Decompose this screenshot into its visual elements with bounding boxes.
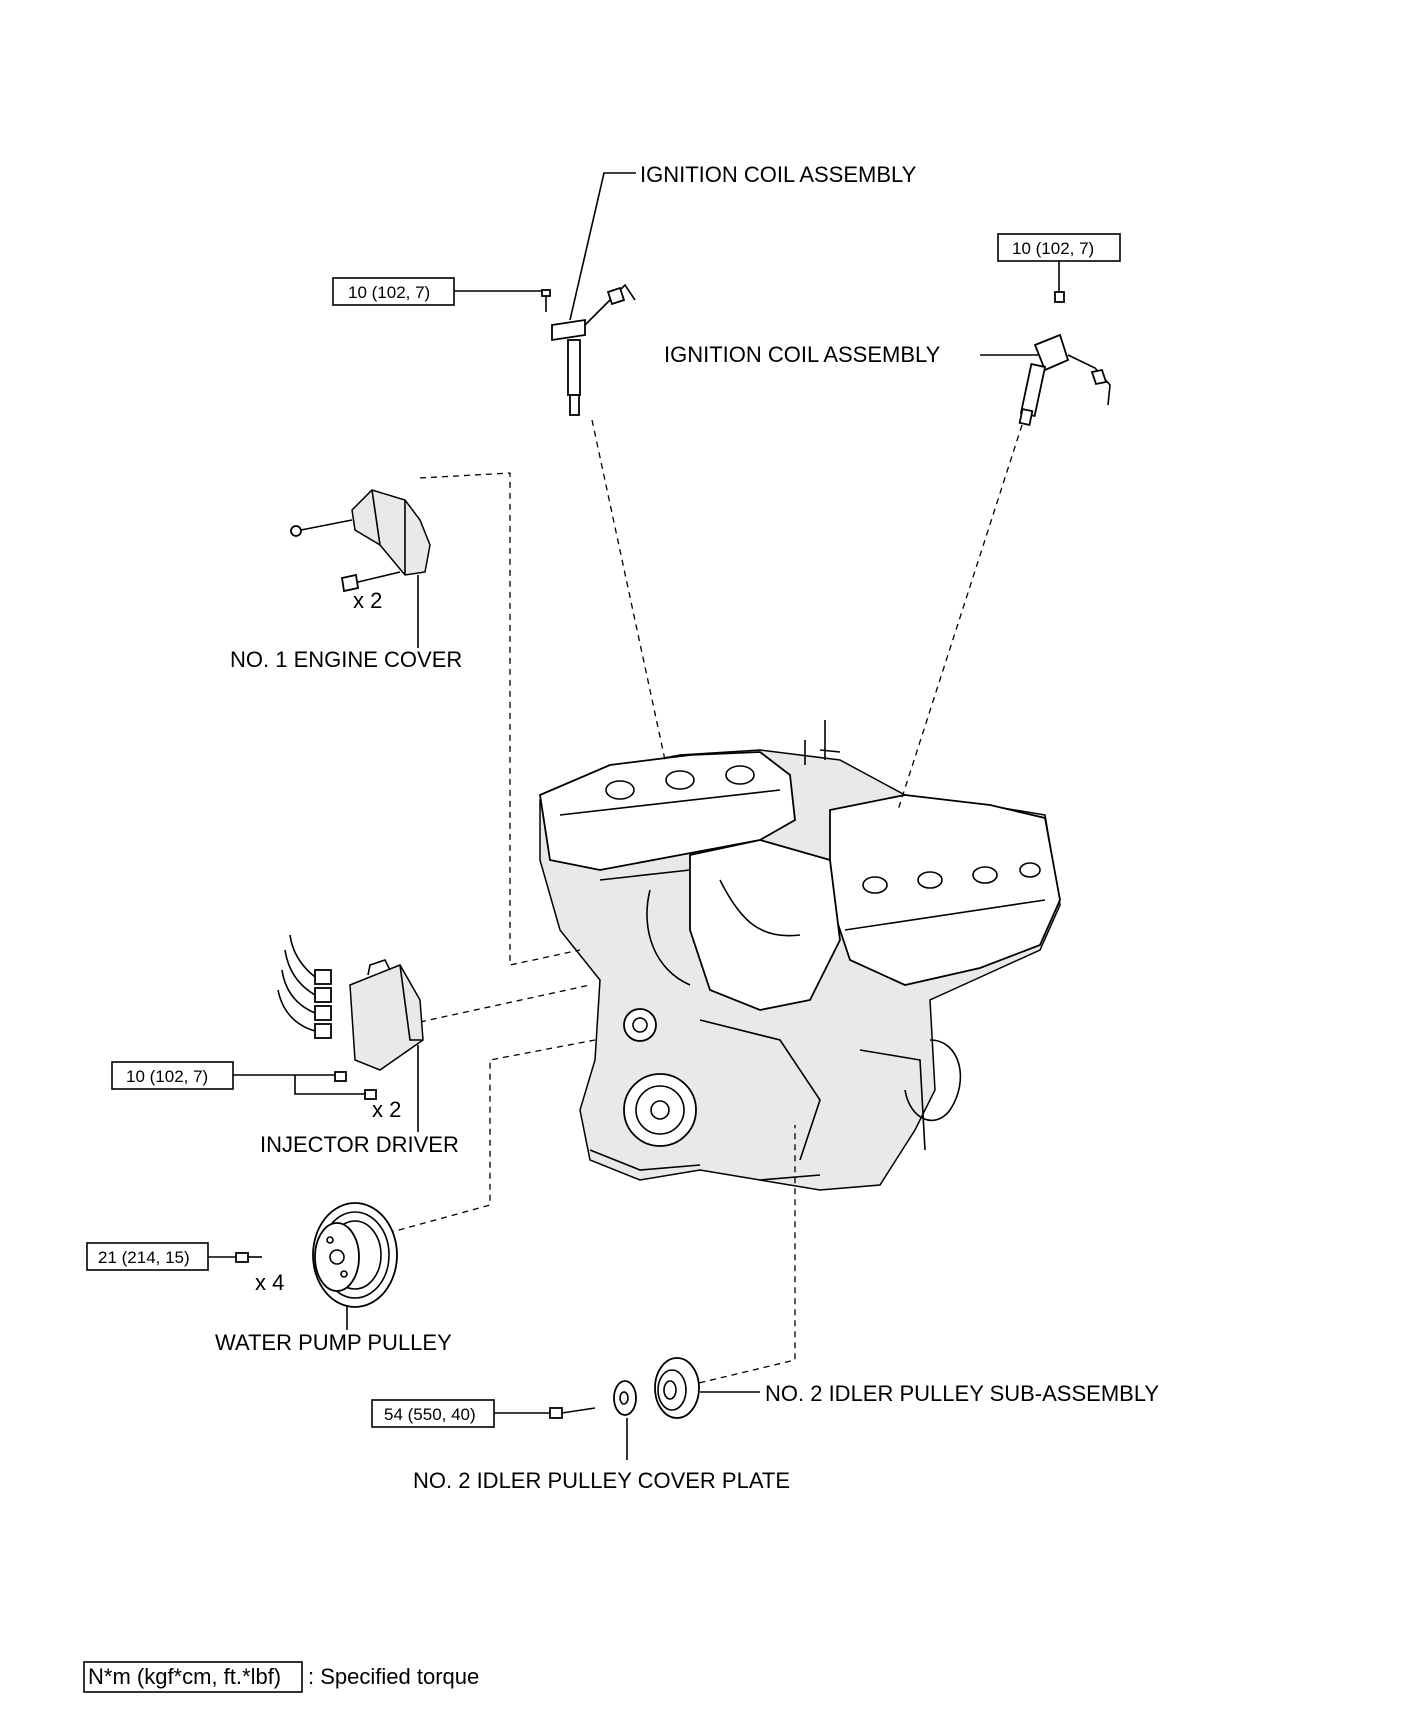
legend-unit: N*m (kgf*cm, ft.*lbf)	[88, 1664, 281, 1689]
engine-cover-label-group: x 2 NO. 1 ENGINE COVER	[230, 575, 462, 672]
legend-text: : Specified torque	[308, 1664, 479, 1689]
injector-driver-qty: x 2	[372, 1097, 401, 1122]
torque-coil-right: 10 (102, 7)	[1012, 239, 1094, 258]
torque-idler-pulley: 54 (550, 40)	[384, 1405, 476, 1424]
coil-left-label-group: IGNITION COIL ASSEMBLY 10 (102, 7)	[332, 162, 917, 321]
ignition-coil-right-label: IGNITION COIL ASSEMBLY	[664, 342, 941, 367]
water-pump-label-group: 21 (214, 15) x 4 WATER PUMP PULLEY	[86, 1242, 452, 1355]
dashed-guide-lines	[387, 419, 1023, 1389]
torque-water-pump: 21 (214, 15)	[98, 1248, 190, 1267]
ignition-coil-right	[1018, 291, 1111, 426]
injector-driver-label: INJECTOR DRIVER	[260, 1132, 459, 1157]
idler-pulley-part	[549, 1357, 700, 1419]
torque-coil-left: 10 (102, 7)	[348, 283, 430, 302]
injector-driver-part	[277, 934, 424, 1100]
water-pump-pulley-part	[235, 1202, 398, 1308]
idler-pulley-label: NO. 2 IDLER PULLEY SUB-ASSEMBLY	[765, 1381, 1159, 1406]
water-pump-qty: x 4	[255, 1270, 284, 1295]
torque-legend: N*m (kgf*cm, ft.*lbf) : Specified torque	[83, 1661, 479, 1693]
ignition-coil-left-label: IGNITION COIL ASSEMBLY	[640, 162, 917, 187]
coil-right-label-group: IGNITION COIL ASSEMBLY 10 (102, 7)	[664, 233, 1121, 367]
legend-unit-box	[83, 1661, 303, 1693]
water-pump-pulley-label: WATER PUMP PULLEY	[215, 1330, 452, 1355]
torque-injector-driver: 10 (102, 7)	[126, 1067, 208, 1086]
engine-cover-label: NO. 1 ENGINE COVER	[230, 647, 462, 672]
idler-cover-plate-label: NO. 2 IDLER PULLEY COVER PLATE	[413, 1468, 790, 1493]
engine-cover-part	[290, 489, 431, 593]
ignition-coil-left	[541, 283, 636, 416]
idler-pulley-label-group: NO. 2 IDLER PULLEY SUB-ASSEMBLY 54 (550,…	[371, 1381, 1159, 1493]
engine-cover-qty: x 2	[353, 588, 382, 613]
injector-driver-label-group: 10 (102, 7) x 2 INJECTOR DRIVER	[111, 1045, 459, 1157]
engine-assembly	[539, 720, 1061, 1191]
